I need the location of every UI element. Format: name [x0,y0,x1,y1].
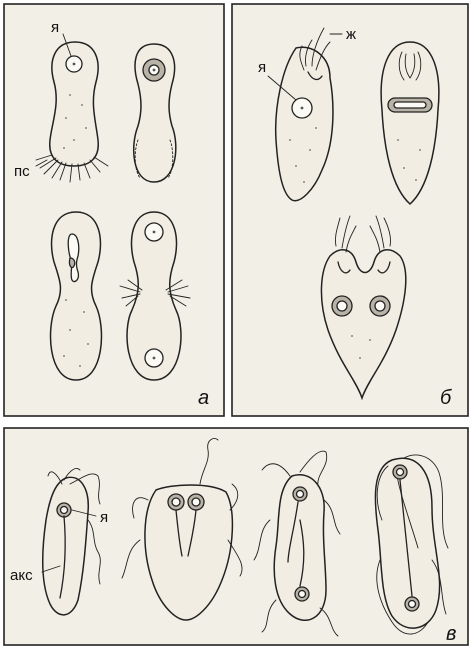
label-axostyle: акс [10,567,33,584]
panel-a: я пс а [4,4,224,416]
panel-a-cell-2 [134,44,176,182]
panel-b-letter: б [440,387,452,409]
panel-a-letter: а [198,387,209,409]
panel-c: я акс [4,428,468,645]
label-pseudopodia: пс [14,163,30,180]
label-flagellum: ж [346,26,356,43]
label-nucleus-b: я [258,59,266,76]
label-nucleus-c: я [100,509,108,526]
label-nucleus-a: я [51,19,59,36]
panel-b: ж я б [232,4,468,416]
panel-c-letter: в [446,623,456,645]
panel-a-frame [4,4,224,416]
